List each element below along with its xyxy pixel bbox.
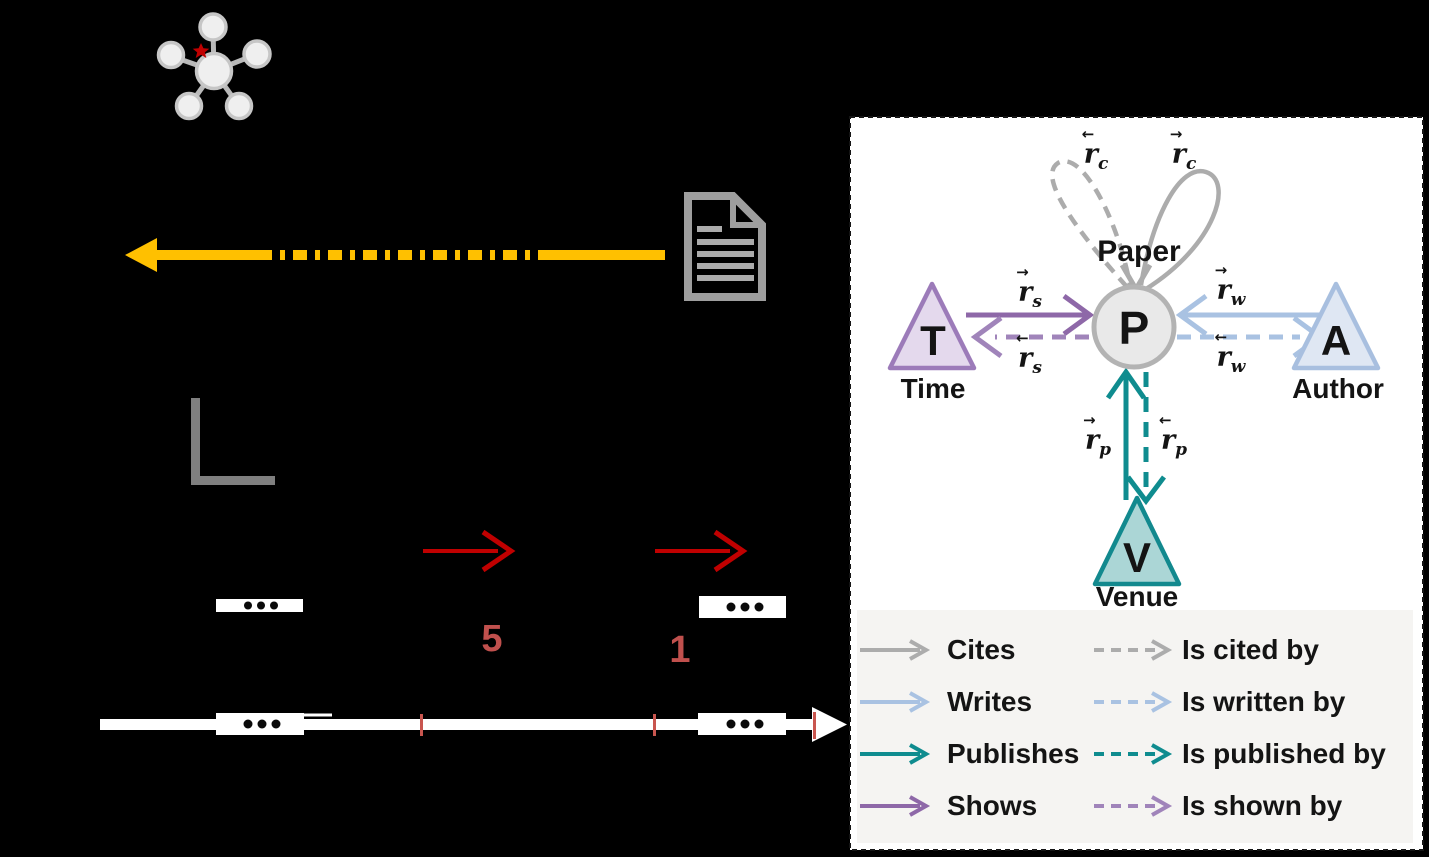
legend-label-is-published-by: Is published by bbox=[1182, 738, 1386, 769]
prediction-arrow-icon bbox=[125, 238, 665, 272]
is-published-by-arrow bbox=[1126, 372, 1166, 506]
time-node-symbol: T bbox=[920, 317, 946, 364]
legend-arrow-is-cited-by bbox=[1094, 639, 1173, 661]
rel-label-is-shown-by: ←rs bbox=[1016, 328, 1042, 379]
author-node bbox=[1291, 281, 1381, 371]
rel-label-publishes: →rp bbox=[1082, 410, 1112, 461]
paper-node-label: Paper bbox=[1097, 235, 1181, 268]
paper-node bbox=[1091, 284, 1177, 370]
shift-arrow-second bbox=[655, 529, 748, 573]
rel-label-writes: →rw bbox=[1214, 260, 1246, 311]
writes-arrow bbox=[1175, 293, 1320, 337]
paper-node-symbol: P bbox=[1118, 302, 1150, 354]
venue-node bbox=[1092, 495, 1182, 587]
timeline-arrow-icon bbox=[100, 707, 847, 742]
rel-label-shows: →rs bbox=[1016, 262, 1042, 313]
schema-panel bbox=[849, 116, 1424, 851]
legend-arrow-shows bbox=[860, 795, 931, 817]
shift-arrow-first bbox=[423, 529, 516, 573]
legend-label-is-written-by: Is written by bbox=[1182, 686, 1346, 717]
rel-label-is-cited-by: ←rc bbox=[1081, 124, 1109, 175]
legend-label-shows: Shows bbox=[947, 790, 1038, 821]
publishes-arrow bbox=[1105, 367, 1147, 500]
highlight-star-icon bbox=[192, 43, 210, 58]
legend-arrow-is-written-by bbox=[1094, 691, 1173, 713]
time-node-label: Time bbox=[900, 373, 966, 404]
rel-label-cites: →rc bbox=[1169, 124, 1197, 175]
is-cited-by-loop bbox=[1050, 159, 1133, 289]
rel-label-is-published-by: ←rp bbox=[1158, 410, 1188, 461]
axis-icon bbox=[191, 398, 275, 485]
author-node-symbol: A bbox=[1320, 317, 1352, 364]
time-node bbox=[887, 281, 977, 371]
legend-label-is-shown-by: Is shown by bbox=[1182, 790, 1343, 821]
cites-loop bbox=[1138, 168, 1221, 291]
legend-arrow-writes bbox=[860, 691, 931, 713]
document-icon bbox=[684, 192, 766, 301]
ellipsis-bar-upper-left bbox=[216, 599, 303, 612]
legend-arrow-cites bbox=[860, 639, 931, 661]
venue-node-symbol: V bbox=[1122, 534, 1152, 581]
timeline-ticks bbox=[420, 712, 816, 739]
ellipsis-bar-upper-right bbox=[699, 596, 786, 618]
legend-label-publishes: Publishes bbox=[947, 738, 1080, 769]
knowledge-graph-icon bbox=[156, 12, 272, 121]
legend-label-cites: Cites bbox=[947, 634, 1016, 665]
legend-label-is-cited-by: Is cited by bbox=[1182, 634, 1319, 665]
venue-node-label: Venue bbox=[1095, 581, 1179, 612]
legend-arrow-is-shown-by bbox=[1094, 795, 1173, 817]
shows-arrow bbox=[966, 293, 1095, 337]
count-label-first: 5 bbox=[481, 618, 503, 660]
legend-arrow-publishes bbox=[860, 743, 931, 765]
rel-label-is-written-by: ←rw bbox=[1214, 327, 1246, 378]
legend-label-writes: Writes bbox=[947, 686, 1033, 717]
author-node-label: Author bbox=[1292, 373, 1384, 404]
is-shown-by-arrow bbox=[970, 315, 1089, 359]
legend-arrow-is-published-by bbox=[1094, 743, 1173, 765]
count-label-second: 1 bbox=[669, 629, 691, 671]
